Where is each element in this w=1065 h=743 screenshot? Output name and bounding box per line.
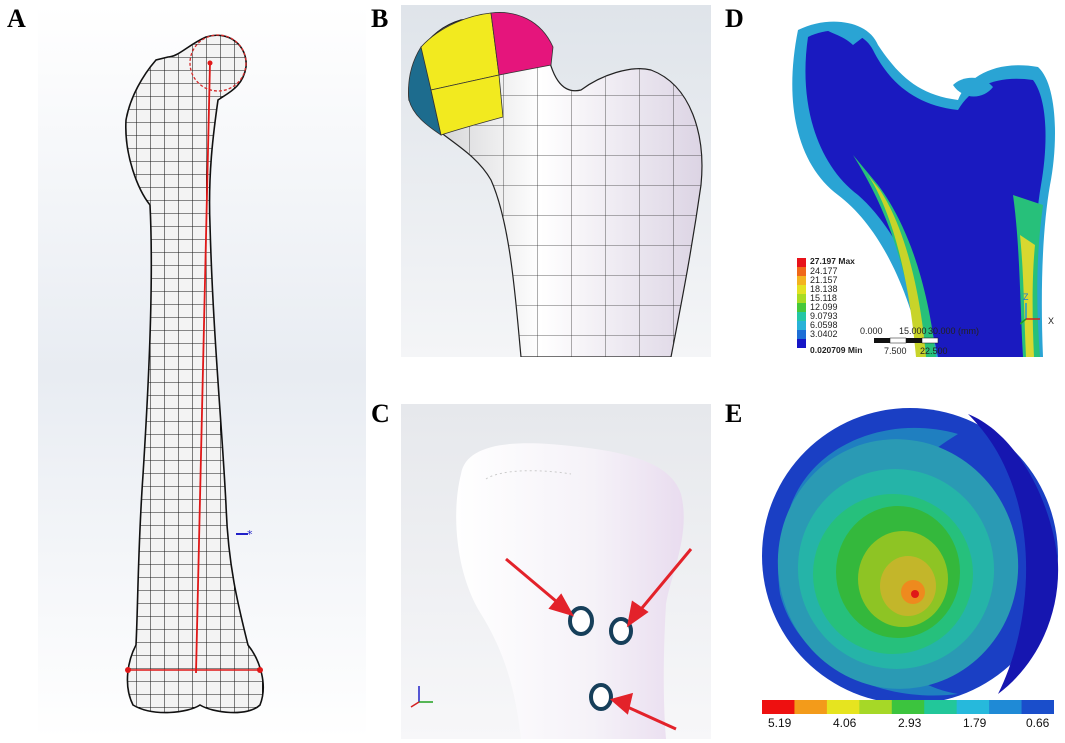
panel-e-cross-section: 5.19 4.06 2.93 1.79 0.66 [758,404,1062,739]
legend-swatch [797,285,806,294]
legend-value-label: 3.0402 [810,329,838,339]
colorbar-label-4: 1.79 [963,716,987,730]
legend-value-label: 12.099 [810,302,838,312]
scale-label-22-5: 22.500 [920,346,948,356]
femoral-head-figure [401,5,711,357]
scale-label-30: 30.000 (mm) [928,326,980,336]
screw-hole-figure [401,404,711,739]
scale-label-0: 0.000 [860,326,883,336]
legend-swatch [797,303,806,312]
legend-swatch [797,294,806,303]
colorbar-label-2: 4.06 [833,716,857,730]
legend-min-label: 0.020709 Min [810,345,863,355]
screw-hole-2 [609,617,633,645]
colorbar-swatch [989,700,1023,714]
legend-value-label: 15.118 [810,293,837,303]
axis-label-x: X [1048,316,1055,326]
femur-mesh-figure: * [38,5,366,739]
colorbar-swatch [794,700,828,714]
colorbar-swatch [891,700,925,714]
stress-contour-figure [792,21,1055,357]
scale-label-15: 15.000 [899,326,927,336]
legend-swatch [797,276,806,285]
legend-value-label: 24.177 [810,266,838,276]
panel-b-femoral-head [401,5,711,357]
panel-c-screw-holes [401,404,711,739]
colorbar-label-3: 2.93 [898,716,922,730]
legend-swatch [797,258,806,267]
panel-label-d: D [725,4,744,33]
panel-a-femur-mesh: * [38,5,366,739]
colorbar-label-min: 0.66 [1026,716,1050,730]
screw-hole-1 [568,606,594,636]
colorbar-swatch [924,700,958,714]
legend-max-label: 27.197 Max [810,256,855,266]
colorbar-swatch [859,700,893,714]
legend-value-label: 18.138 [810,284,838,294]
svg-text:*: * [247,528,253,541]
stress-legend-swatches: 24.17721.15718.13815.11812.0999.07936.05… [797,258,838,348]
axis-label-z: Z [1023,292,1029,302]
scale-label-7-5: 7.500 [884,346,907,356]
legend-swatch [797,312,806,321]
panel-label-c: C [371,399,390,428]
colorbar-swatch [762,700,795,714]
coordinate-triad-icon [410,686,433,708]
view-triad-icon: * [236,528,253,541]
legend-swatch [797,339,806,348]
legend-value-label: 9.0793 [810,311,838,321]
colorbar-swatch [1021,700,1054,714]
panel-label-e: E [725,399,743,428]
panel-label-a: A [7,4,26,33]
axis-triad-icon [1019,295,1056,325]
legend-value-label: 6.0598 [810,320,838,330]
colorbar-swatch [956,700,990,714]
scale-bar [860,325,1020,357]
screw-hole-3 [589,683,613,711]
colorbar-label-max: 5.19 [768,716,792,730]
panel-label-b: B [371,4,389,33]
cross-section-figure [758,404,1062,739]
legend-value-label: 21.157 [810,275,838,285]
legend-swatch [797,321,806,330]
legend-swatch [797,267,806,276]
colorbar-swatch [826,700,860,714]
legend-swatch [797,330,806,339]
scale-bar-graphic [874,337,939,344]
colorbar-swatches [762,700,1054,714]
